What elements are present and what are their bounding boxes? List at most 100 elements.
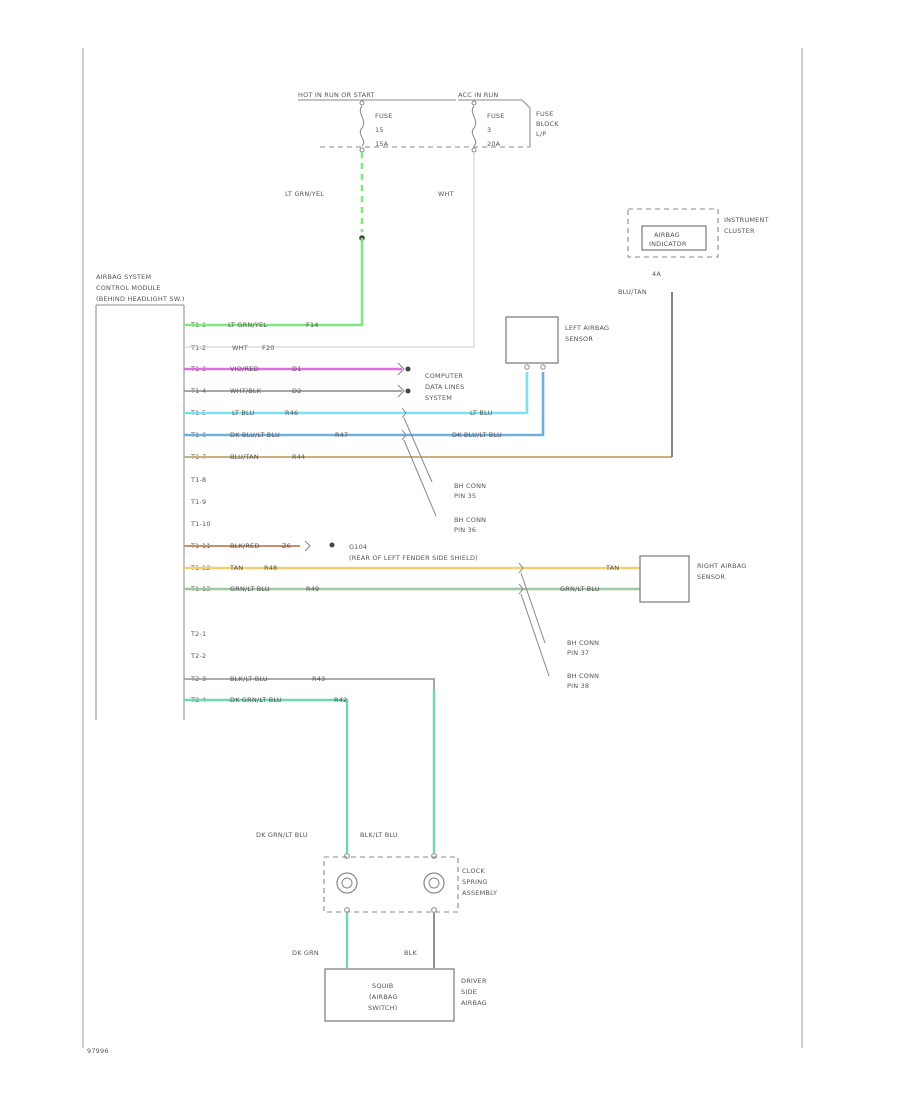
wire-label-right: GRN/LT BLU xyxy=(560,585,600,593)
clockspring-coil-1-inner xyxy=(341,877,353,889)
leader-pin37 xyxy=(520,572,546,644)
cdl-connector-1 xyxy=(397,362,405,376)
fuse-15-rating: 15A xyxy=(375,140,389,148)
module-label-2: CONTROL MODULE xyxy=(96,284,161,292)
indicator-wire-label: BLU/TAN xyxy=(618,288,647,296)
ground-location: (REAR OF LEFT FENDER SIDE SHIELD) xyxy=(349,554,478,562)
left-sensor-terminal-2 xyxy=(540,364,546,370)
clockspring-terminal-2-top xyxy=(431,853,437,859)
feed-right-label: WHT xyxy=(438,190,454,198)
airbag-control-module: AIRBAG SYSTEM CONTROL MODULE (BEHIND HEA… xyxy=(95,273,185,720)
c3-label-1: BH CONN xyxy=(567,639,599,647)
c4-label-1: BH CONN xyxy=(567,672,599,680)
wire-circuit: R42 xyxy=(334,696,347,704)
driver-airbag-module xyxy=(324,968,455,1022)
c3-label-2: PIN 37 xyxy=(567,649,589,657)
wire-dk-grn-lt-blu xyxy=(184,698,349,853)
fuse-block-label-2: BLOCK xyxy=(536,120,559,128)
clockspring-assembly xyxy=(323,856,459,913)
feed-left-label: LT GRN/YEL xyxy=(285,190,324,198)
clockspring-coil-2-inner xyxy=(428,877,440,889)
leader-pin36 xyxy=(403,439,437,517)
left-sensor-terminal-1 xyxy=(524,364,530,370)
wire-circuit: F14 xyxy=(306,321,319,329)
right-sensor-label-2: SENSOR xyxy=(697,573,725,581)
wire-lt-grn-yel xyxy=(184,238,364,327)
clockspring-coil-1 xyxy=(336,872,358,894)
fuse-15-bottom-terminal xyxy=(359,147,365,153)
inflator-label-2: (AIRBAG xyxy=(369,993,398,1001)
left-sensor-label-2: SENSOR xyxy=(565,335,593,343)
wire-label: DK BLU/LT BLU xyxy=(230,431,280,439)
module-label-1: AIRBAG SYSTEM xyxy=(96,273,151,281)
clockspring-terminal-1-bottom xyxy=(344,907,350,913)
airbag-indicator xyxy=(641,225,707,251)
wire-label: BLU/TAN xyxy=(230,453,259,461)
wire-label: LT GRN/YEL xyxy=(228,321,267,329)
pin-label: T1-8 xyxy=(190,476,206,484)
wire-dk-blu-lt-blu xyxy=(184,372,545,437)
pin-label: T2-2 xyxy=(190,652,206,660)
fuse-15-number: 15 xyxy=(375,126,384,134)
pin-label: T2-1 xyxy=(190,630,206,638)
wire-label: GRN/LT BLU xyxy=(230,585,270,593)
cluster-label-1: INSTRUMENT xyxy=(724,216,769,224)
c1-label-1: BH CONN xyxy=(454,482,486,490)
pin-label: T1-9 xyxy=(190,498,206,506)
fuse-3-bottom-terminal xyxy=(471,147,477,153)
fuse-15-icon xyxy=(359,105,365,147)
instrument-cluster xyxy=(627,208,719,258)
wire-circuit: R48 xyxy=(264,564,277,572)
wire-label-module-right: BLK xyxy=(404,949,417,957)
right-sensor-label-1: RIGHT AIRBAG xyxy=(697,562,747,570)
bh-connector-mark-4 xyxy=(518,583,524,595)
wire-circuit: D1 xyxy=(292,365,302,373)
left-airbag-sensor xyxy=(505,316,559,364)
leader-pin38 xyxy=(520,593,550,677)
c1-label-2: PIN 35 xyxy=(454,492,476,500)
wire-circuit: R49 xyxy=(306,585,319,593)
source-left-label: HOT IN RUN OR START xyxy=(298,91,375,99)
module-label-3: (BEHIND HEADLIGHT SW.) xyxy=(96,295,185,303)
bh-connector-mark-1 xyxy=(401,407,407,419)
cdl-splice-1 xyxy=(405,366,411,372)
fuse-3-icon xyxy=(471,105,477,147)
wire-label-right: DK BLU/LT BLU xyxy=(452,431,502,439)
module-pins: T1-1 T1-2 T1-3 T1-4 T1-5 T1-6 T1-7 T1-8 … xyxy=(190,321,211,704)
fuse-3-top-terminal xyxy=(471,100,477,106)
cdl-label-1: COMPUTER xyxy=(425,372,463,380)
wire-label-module-left: DK GRN xyxy=(292,949,319,957)
ground-terminal xyxy=(329,542,335,548)
cdl-label-3: SYSTEM xyxy=(425,394,452,402)
wire-circuit: R46 xyxy=(285,409,298,417)
wire-label-down-right: BLK/LT BLU xyxy=(360,831,398,839)
wire-label: TAN xyxy=(229,564,243,572)
fuse-15-label: FUSE xyxy=(375,112,393,120)
ground-connector xyxy=(304,540,311,552)
indicator-label-1: AIRBAG xyxy=(654,231,680,239)
airbag-module-label-2: SIDE xyxy=(461,988,477,996)
clockspring-coil-2 xyxy=(423,872,445,894)
wire-label: WHT xyxy=(232,344,248,352)
c2-label-2: PIN 36 xyxy=(454,526,476,534)
cluster-label-2: CLUSTER xyxy=(724,227,755,235)
inflator-label-3: SWITCH) xyxy=(368,1004,397,1012)
cdl-splice-2 xyxy=(405,388,411,394)
wire-circuit: D2 xyxy=(292,387,302,395)
right-airbag-sensor xyxy=(639,555,690,603)
cdl-label-2: DATA LINES xyxy=(425,383,464,391)
clockspring-terminal-2-bottom xyxy=(431,907,437,913)
pin-label: T1-10 xyxy=(190,520,211,528)
wire-circuit: R47 xyxy=(335,431,348,439)
c2-label-1: BH CONN xyxy=(454,516,486,524)
left-sensor-label-1: LEFT AIRBAG xyxy=(565,324,609,332)
wire-label-right: LT BLU xyxy=(470,409,493,417)
wire-circuit: Z6 xyxy=(282,542,291,550)
airbag-module-label-1: DRIVER xyxy=(461,977,487,985)
ground-label: G104 xyxy=(349,543,367,551)
clockspring-label-2: SPRING xyxy=(462,878,488,886)
wire-lt-blu xyxy=(184,372,529,415)
fuse-block: HOT IN RUN OR START ACC IN RUN FUSE 15 1… xyxy=(298,91,559,153)
clockspring-label-3: ASSEMBLY xyxy=(462,889,497,897)
